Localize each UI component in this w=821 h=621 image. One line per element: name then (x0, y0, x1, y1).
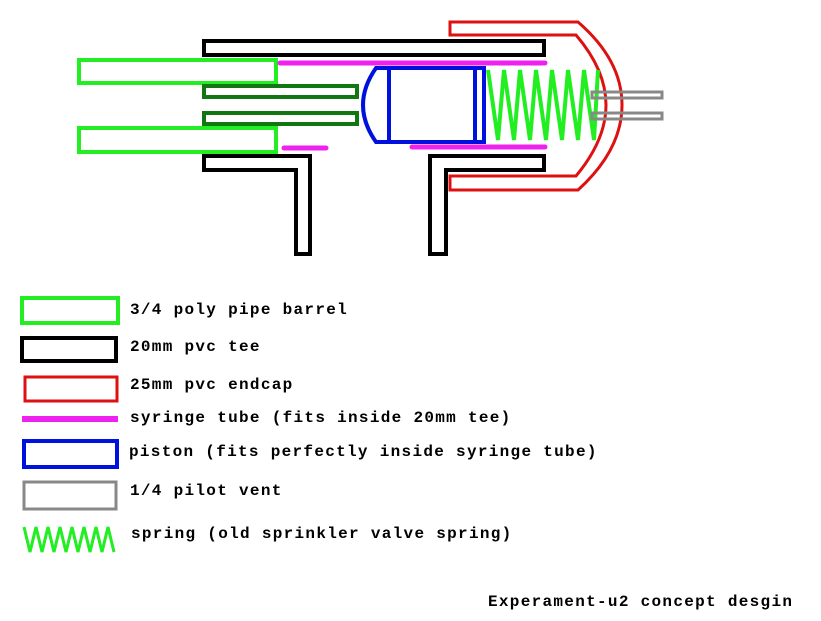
legend-label-tee: 20mm pvc tee (130, 338, 261, 356)
legend-swatch-piston (22, 439, 119, 469)
legend-label-piston: piston (fits perfectly inside syringe tu… (129, 443, 598, 461)
barrel-top (77, 58, 278, 85)
legend: 3/4 poly pipe barrel 20mm pvc tee 25mm p… (20, 296, 598, 553)
legend-label-spring: spring (old sprinkler valve spring) (131, 525, 513, 543)
legend-swatch-tee (20, 336, 118, 363)
legend-label-vent: 1/4 pilot vent (130, 482, 283, 500)
valve-assembly (77, 20, 664, 256)
legend-label-endcap: 25mm pvc endcap (130, 376, 294, 394)
legend-swatch-vent (22, 480, 118, 511)
inner-tube-top (202, 84, 359, 99)
legend-label-syringe: syringe tube (fits inside 20mm tee) (130, 409, 512, 427)
legend-label-barrel: 3/4 poly pipe barrel (130, 301, 348, 319)
barrel-bottom (77, 126, 278, 154)
pilot-vent-bottom (590, 111, 664, 121)
tee-top-wall (202, 39, 546, 57)
piston (361, 66, 486, 144)
legend-swatch-endcap (23, 375, 119, 403)
legend-swatch-spring (22, 526, 116, 553)
tee-bottom-right-leg (428, 154, 546, 256)
legend-swatch-barrel (20, 296, 120, 325)
tee-bottom-left-leg (202, 154, 312, 256)
spring (486, 69, 600, 141)
endcap (448, 20, 624, 192)
caption: Experament-u2 concept desgin (488, 593, 793, 611)
pilot-vent-top (590, 90, 664, 100)
inner-tube-bottom (202, 111, 359, 126)
